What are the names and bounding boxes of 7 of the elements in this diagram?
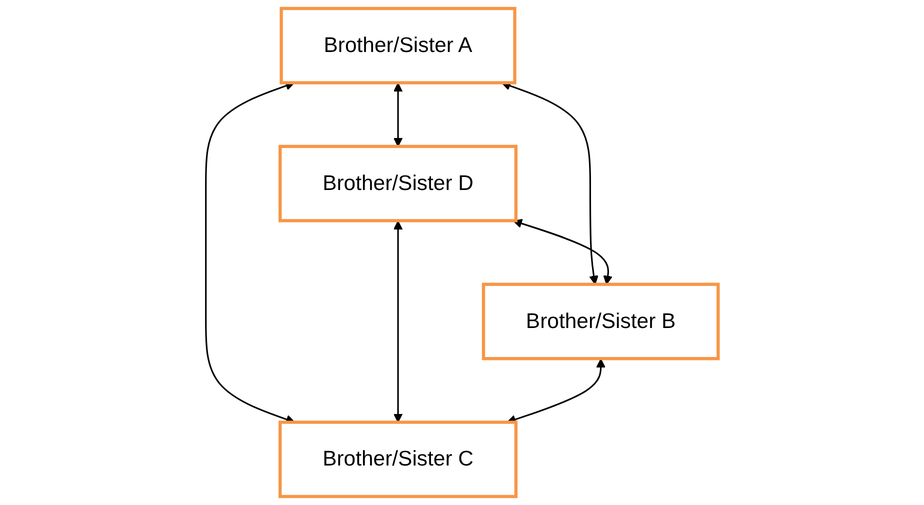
arrow <box>393 220 403 423</box>
node-box: Brother/Sister D <box>278 144 518 222</box>
node-box: Brother/Sister C <box>278 420 518 498</box>
arrow <box>512 218 612 285</box>
node-box: Brother/Sister A <box>280 6 516 84</box>
arrow <box>393 82 403 147</box>
node-box: Brother/Sister B <box>482 282 720 360</box>
